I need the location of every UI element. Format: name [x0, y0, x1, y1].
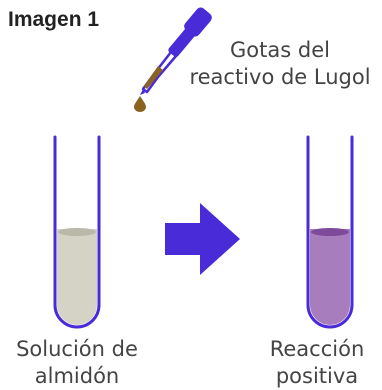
- positive-tube-outline: [306, 135, 354, 329]
- right-arrow-icon: [165, 203, 240, 275]
- positive-solution: [310, 229, 350, 325]
- dropper-collar: [168, 27, 196, 57]
- starch-test-tube: [53, 135, 101, 329]
- starch-label-line-1: Solución de: [16, 337, 138, 361]
- starch-solution: [57, 229, 97, 325]
- starch-tube-outline: [53, 135, 101, 329]
- positive-label-line-1: Reacción: [269, 337, 365, 361]
- reagent-label-line-2: reactivo de Lugol: [189, 65, 371, 89]
- reagent-label: Gotas del reactivo de Lugol: [180, 37, 380, 91]
- dropper-tip: [140, 89, 145, 95]
- starch-label-line-2: almidón: [34, 364, 120, 388]
- lugol-drop-icon: [134, 96, 146, 112]
- starch-solution-label: Solución de almidón: [0, 336, 154, 390]
- positive-surface: [311, 228, 349, 236]
- positive-reaction-label: Reacción positiva: [252, 336, 382, 390]
- dropper-liquid: [144, 66, 163, 89]
- positive-label-line-2: positiva: [275, 364, 359, 388]
- figure-title: Imagen 1: [8, 8, 100, 31]
- starch-surface: [58, 228, 96, 236]
- reagent-label-line-1: Gotas del: [230, 38, 330, 62]
- dropper-icon: [140, 7, 212, 95]
- positive-test-tube: [306, 135, 354, 329]
